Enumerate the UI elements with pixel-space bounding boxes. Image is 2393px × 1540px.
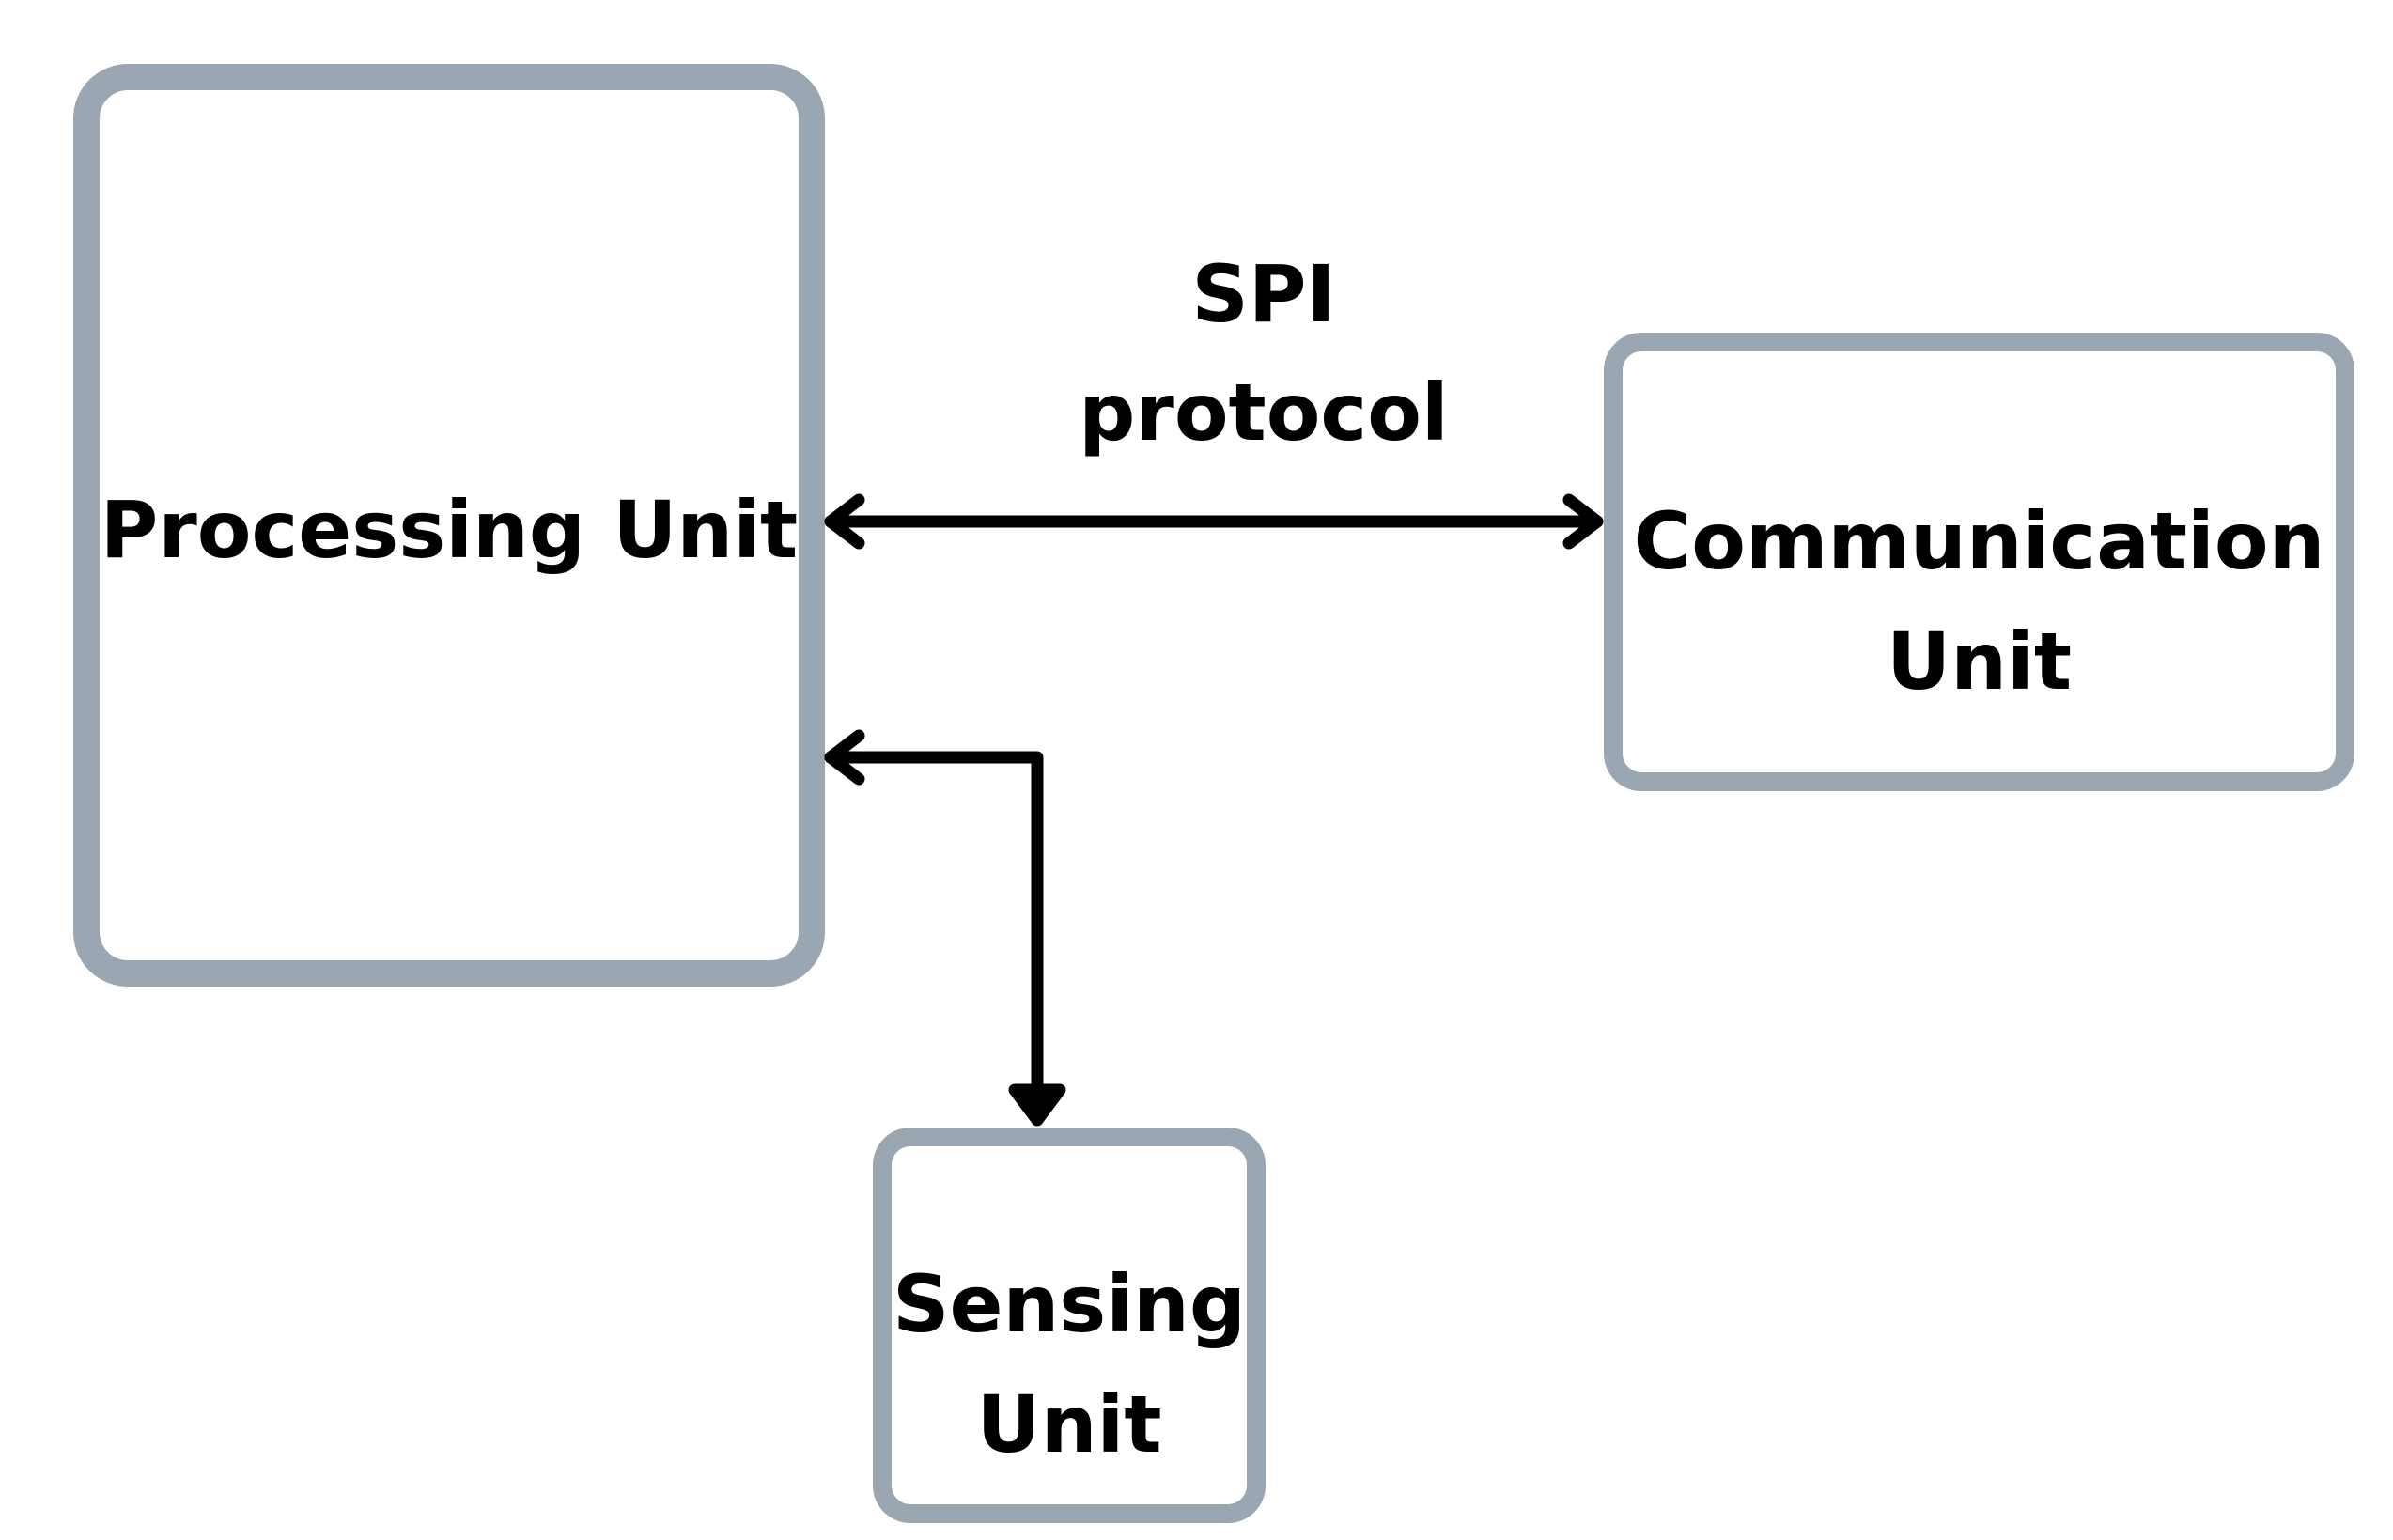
sensing-arrowhead-left xyxy=(824,729,865,786)
sensing-unit-box: Sensing Unit xyxy=(873,1128,1266,1523)
communication-unit-label-line2: Unit xyxy=(1887,615,2072,708)
sensing-unit-label-line2: Unit xyxy=(976,1378,1162,1470)
sensing-connector-arrow xyxy=(824,729,1066,1127)
spi-arrowhead-right xyxy=(1562,493,1604,550)
sensing-arrowhead-down xyxy=(1008,1083,1066,1127)
spi-protocol-label: SPI protocol xyxy=(1015,235,1513,472)
communication-unit-label-line1: Communication xyxy=(1633,495,2325,587)
spi-arrowhead-left xyxy=(824,493,865,550)
sensing-unit-label-line1: Sensing xyxy=(893,1258,1246,1350)
sensing-connector-line xyxy=(824,751,1044,1117)
communication-unit-label: Communication Unit xyxy=(1623,481,2336,722)
spi-connector-arrow xyxy=(824,493,1604,550)
sensing-unit-label: Sensing Unit xyxy=(892,1244,1247,1485)
processing-unit-label: Processing Unit xyxy=(100,484,799,576)
spi-protocol-label-line2: protocol xyxy=(1079,366,1449,459)
processing-unit-box: Processing Unit xyxy=(73,64,825,987)
communication-unit-box: Communication Unit xyxy=(1604,333,2354,791)
spi-protocol-label-line1: SPI xyxy=(1191,248,1336,340)
